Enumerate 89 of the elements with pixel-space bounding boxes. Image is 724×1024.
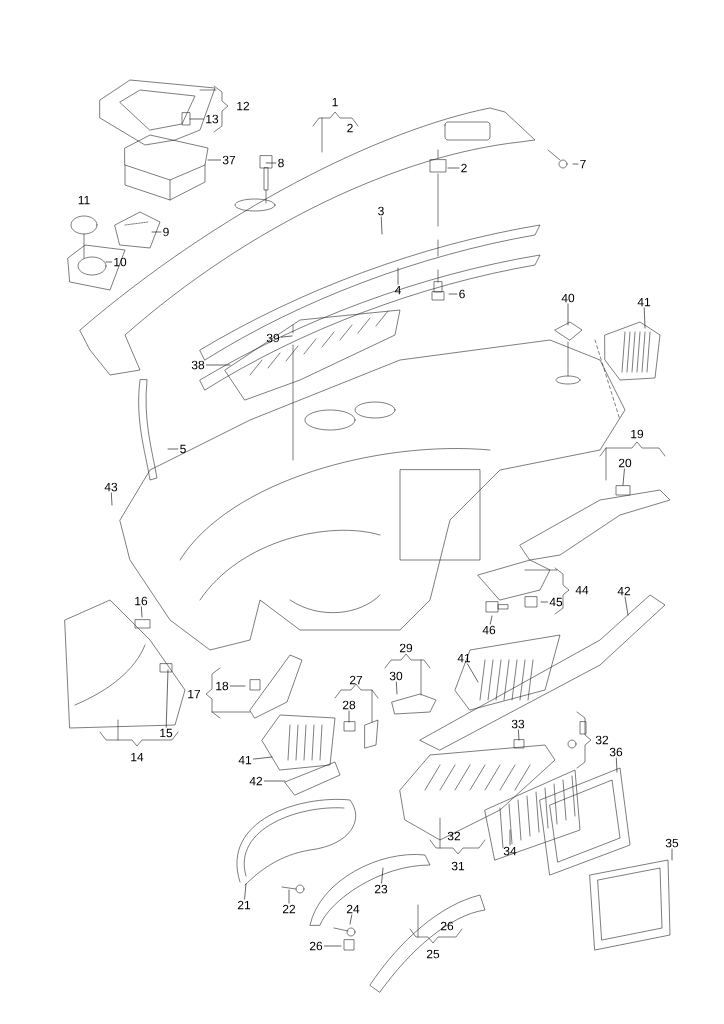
leader-line <box>324 945 342 947</box>
leader-line <box>572 163 579 165</box>
callout-number: 26 <box>309 941 323 951</box>
leader-line <box>265 162 277 164</box>
leader-line <box>489 615 493 625</box>
callout-number: 14 <box>131 752 144 762</box>
leader-line <box>151 231 162 233</box>
leader-line <box>244 883 247 900</box>
callout-number: 33 <box>511 719 525 729</box>
callout-number: 23 <box>374 884 388 894</box>
leader-line <box>105 261 112 263</box>
callout-number: 41 <box>238 755 252 765</box>
leader-line <box>616 757 618 773</box>
leader-line <box>509 829 511 846</box>
callout-number: 34 <box>503 846 517 856</box>
callout-number: 18 <box>216 681 229 691</box>
leader-line <box>381 867 384 884</box>
callout-number: 39 <box>266 333 280 343</box>
callout-number: 2 <box>461 163 467 173</box>
leader-line <box>447 167 460 169</box>
callout-number: 37 <box>222 155 236 165</box>
callout-number: 11 <box>78 195 90 205</box>
leader-line <box>189 118 204 120</box>
callout-number: 24 <box>346 904 360 914</box>
callout-number: 12 <box>237 101 250 111</box>
leader-line <box>230 685 246 687</box>
callout-number: 42 <box>617 586 631 596</box>
leader-line <box>380 216 383 235</box>
leader-line <box>288 889 290 904</box>
leader-line <box>264 780 286 782</box>
callout-number: 20 <box>618 458 632 468</box>
callout-number: 7 <box>580 159 586 169</box>
leader-line <box>349 914 353 925</box>
callout-number: 26 <box>440 921 454 931</box>
callout-number: 3 <box>378 206 384 216</box>
leader-line <box>624 596 629 616</box>
callout-number: 10 <box>114 257 127 267</box>
callout-number: 17 <box>188 689 201 699</box>
callout-number: 30 <box>389 671 403 681</box>
callout-number: 45 <box>549 597 563 607</box>
callout-number: 22 <box>282 904 296 914</box>
callout-number: 32 <box>447 831 461 841</box>
callout-number: 8 <box>278 158 284 168</box>
callout-number: 2 <box>347 123 353 133</box>
callout-number: 35 <box>665 838 679 848</box>
leader-line <box>165 669 169 728</box>
callout-number: 4 <box>394 285 401 295</box>
callout-number: 15 <box>160 728 173 738</box>
callout-number: 46 <box>482 625 496 635</box>
leader-line <box>207 159 221 161</box>
callout-number: 41 <box>637 297 651 307</box>
callout-number: 38 <box>191 360 205 370</box>
callout-number: 28 <box>342 700 356 710</box>
leader-line <box>111 492 113 506</box>
leader-line <box>141 606 143 618</box>
leader-line <box>253 756 273 760</box>
callout-number: 25 <box>426 949 440 959</box>
callout-number: 29 <box>399 643 413 653</box>
callout-number: 44 <box>575 585 589 595</box>
leader-line <box>518 729 520 741</box>
leader-line <box>397 267 399 285</box>
leader-line <box>540 601 548 603</box>
callout-number: 5 <box>180 444 186 454</box>
leader-line <box>167 448 179 450</box>
callout-number: 43 <box>104 482 118 492</box>
callout-number: 32 <box>595 735 609 745</box>
callout-number: 19 <box>631 429 644 439</box>
callout-number: 6 <box>459 289 465 299</box>
leader-line <box>281 335 293 338</box>
callout-number: 36 <box>609 747 623 757</box>
leader-line <box>448 293 458 295</box>
leader-line <box>467 663 479 683</box>
callout-number: 16 <box>135 596 148 606</box>
callout-number: 9 <box>163 227 169 237</box>
callout-number: 27 <box>349 675 363 685</box>
callout-number: 40 <box>561 293 575 303</box>
callout-number: 31 <box>451 861 465 871</box>
leader-line <box>348 710 350 723</box>
callout-number: 21 <box>237 900 251 910</box>
callout-number: 1 <box>332 97 338 107</box>
leader-line <box>671 848 673 861</box>
callout-number: 13 <box>206 114 219 124</box>
callout-number: 41 <box>457 653 471 663</box>
leader-line <box>396 681 398 695</box>
leader-line <box>206 364 231 366</box>
leader-line <box>622 468 625 486</box>
leader-line <box>643 307 646 329</box>
leader-line <box>567 303 569 326</box>
callout-number: 42 <box>249 776 263 786</box>
